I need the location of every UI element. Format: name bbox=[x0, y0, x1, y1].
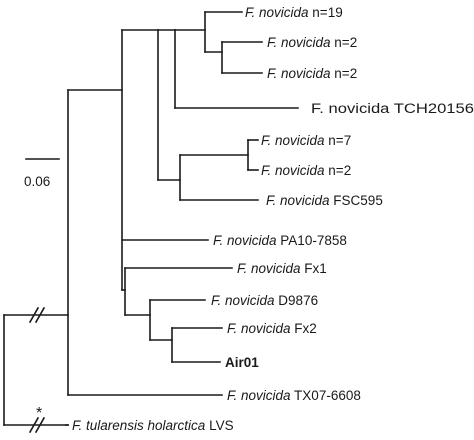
tip-label: F. novicida Fx2 bbox=[227, 321, 317, 336]
branch-break-marks bbox=[28, 306, 46, 434]
tip-label: F. novicida FSC595 bbox=[266, 193, 383, 208]
tree-branches bbox=[3, 11, 299, 426]
outgroup-asterisk: * bbox=[36, 405, 42, 422]
break-mark-outgroup-2 bbox=[34, 416, 46, 434]
tip-label: F. novicida n=7 bbox=[261, 133, 351, 148]
tip-label: F. novicida TX07-6608 bbox=[227, 388, 361, 403]
break-mark-ingroup-1 bbox=[28, 306, 40, 324]
scale-bar-label: 0.06 bbox=[24, 174, 50, 189]
tip-label: F. novicida n=19 bbox=[245, 5, 343, 20]
tip-label: F. novicida Fx1 bbox=[237, 261, 327, 276]
tip-label: F. novicida n=2 bbox=[267, 35, 357, 50]
tip-label: F. novicida TCH20156 bbox=[311, 101, 474, 116]
break-mark-ingroup-2 bbox=[34, 306, 46, 324]
tip-labels: F. novicida n=19 F. novicida n=2 F. novi… bbox=[72, 5, 474, 433]
tip-label-air01: Air01 bbox=[225, 355, 259, 370]
break-mark-outgroup-1 bbox=[28, 416, 40, 434]
tip-label: F. novicida D9876 bbox=[211, 293, 318, 308]
tip-label: F. novicida PA10-7858 bbox=[213, 233, 347, 248]
tip-label: F. tularensis holarctica LVS bbox=[72, 418, 234, 433]
scale-bar: 0.06 bbox=[24, 158, 60, 189]
tip-label: F. novicida n=2 bbox=[261, 163, 351, 178]
tip-label: F. novicida n=2 bbox=[267, 66, 357, 81]
